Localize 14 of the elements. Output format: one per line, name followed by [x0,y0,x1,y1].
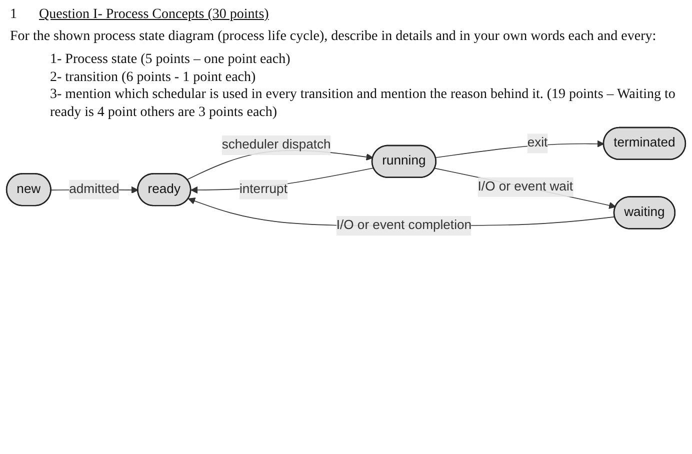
list-item: 3- mention which schedular is used in every transition and mention the reason behind it. (19 points – Waiting to ready is 4 point others are 3 points each) [50,86,676,121]
question-text: For the shown process state diagram (process life cycle), describe in details and in your own words each and every: [10,28,658,45]
arrow [434,168,616,209]
list-item: 2- transition (6 points - 1 point each) [50,68,257,86]
edge-label: exit [527,136,548,150]
edge-label: I/O or event wait [478,180,573,194]
question-number: 1 [10,6,17,24]
edge-label: interrupt [239,182,288,196]
edge-label: scheduler dispatch [222,138,331,152]
list-item: 1- Process state (5 points – one point each) [50,51,292,68]
edge-label: admitted [69,182,120,196]
edge-label: I/O or event completion [336,218,472,232]
arrow [435,140,604,158]
question-title: Question I- Process Concepts (30 points) [39,6,269,24]
